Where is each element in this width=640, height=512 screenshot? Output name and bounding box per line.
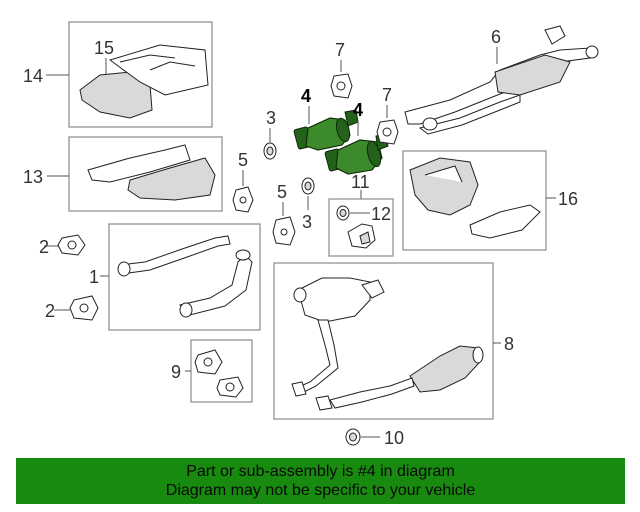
gasket-2-upper-part[interactable] [57,234,86,256]
callout-5-upper: 5 [238,150,248,170]
banner-line-part-info: Part or sub-assembly is #4 in diagram [186,463,455,480]
banner-line-disclaimer: Diagram may not be specific to your vehi… [165,482,476,499]
callout-8: 8 [504,334,514,354]
callout-7-upper: 7 [335,40,345,60]
callout-3-upper: 3 [266,108,276,128]
callout-13: 13 [23,167,43,187]
callout-6: 6 [491,27,501,47]
callout-4-right: 4 [353,100,363,120]
callout-4-left: 4 [301,86,311,106]
gasket-7-right-part[interactable] [376,119,399,145]
gasket-9-part[interactable] [194,349,244,398]
heat-shield-16-part[interactable] [409,157,541,239]
gasket-7-upper-part[interactable] [330,73,353,99]
hanger-10-part[interactable] [345,428,361,446]
front-pipe-1-part[interactable] [117,235,253,318]
heat-shield-15-part[interactable] [79,44,209,119]
gasket-5-lower-part[interactable] [272,216,296,246]
callout-7-right: 7 [382,85,392,105]
center-pipe-6-part[interactable] [404,25,599,135]
callout-12: 12 [371,204,391,224]
heat-shield-13-part[interactable] [87,144,216,201]
callout-5-lower: 5 [277,182,287,202]
callout-2-lower: 2 [45,301,55,321]
muffler-8-part[interactable] [291,277,484,411]
info-banner: Part or sub-assembly is #4 in diagram Di… [16,458,625,504]
callout-9: 9 [171,362,181,382]
gasket-5-upper-part[interactable] [232,186,254,213]
gasket-2-lower-part[interactable] [69,295,99,321]
callout-10: 10 [384,428,404,448]
hanger-3-upper-part[interactable] [263,142,277,160]
callout-14: 14 [23,66,43,86]
callout-15: 15 [94,38,114,58]
callout-1: 1 [89,267,99,287]
callout-2-upper: 2 [39,237,49,257]
exhaust-parts-diagram: 15 14 13 1 2 2 9 3 [23,21,599,448]
callout-16: 16 [558,189,578,209]
hanger-bracket-11-part[interactable] [336,205,376,249]
catalytic-converter-4-left-part[interactable] [293,109,359,151]
hanger-3-lower-part[interactable] [301,177,315,195]
callout-11: 11 [351,172,370,192]
callout-3-lower: 3 [302,212,312,232]
